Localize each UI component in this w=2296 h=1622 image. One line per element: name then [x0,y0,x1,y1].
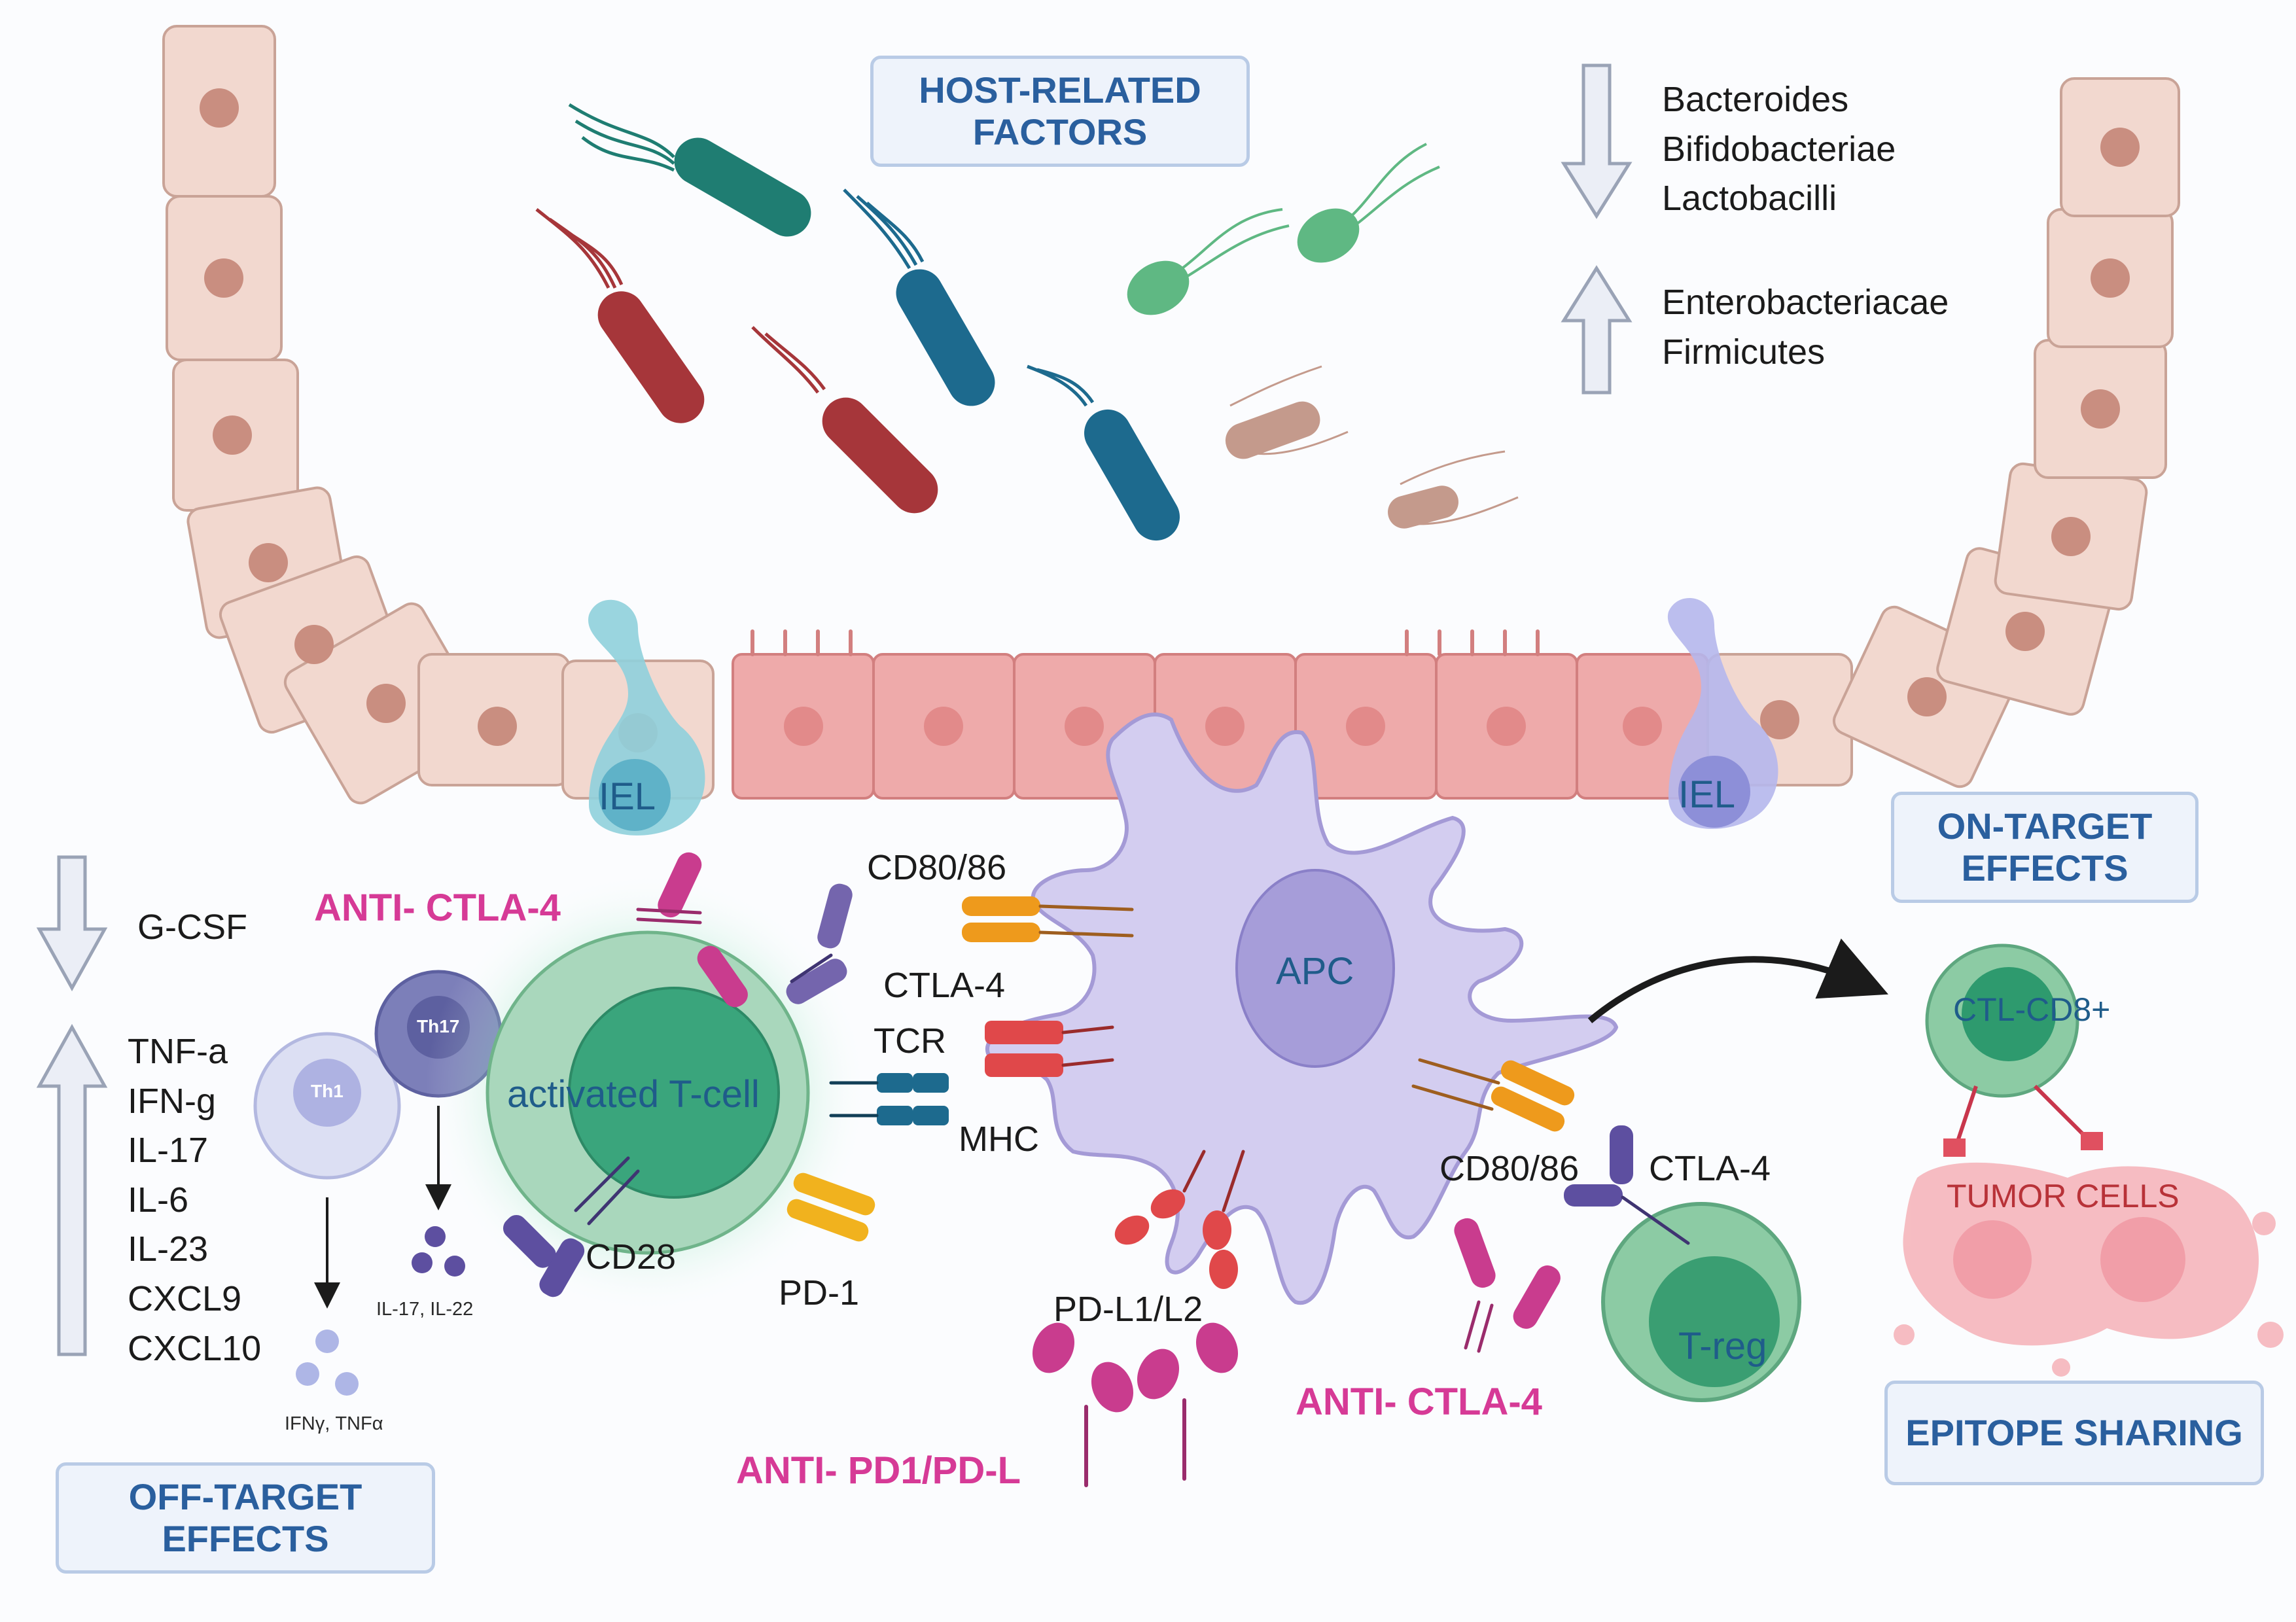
bacteria-change-arrows [1561,63,1633,395]
cytokine-ifng: IFN-g [128,1081,216,1121]
on-target-effects-box: ON-TARGET EFFECTS [1891,792,2199,903]
on-target-line2: EFFECTS [1961,847,2128,889]
iel-right-cell [1667,597,1778,829]
decreased-bacteria-list: Bacteroides Bifidobacteriae Lactobacilli [1662,75,1896,224]
cd80-86-right-label: CD80/86 [1439,1149,1580,1188]
activated-tcell-label: activated T-cell [507,1073,760,1116]
increased-cytokines-list: TNF-a IFN-g IL-17 IL-6 IL-23 CXCL9 CXCL1… [128,1027,261,1373]
off-target-line1: OFF-TARGET [128,1475,362,1517]
ctl-label: CTL-CD8+ [1953,991,2111,1028]
th1-products-label: IFNγ, TNFα [285,1413,383,1434]
decreased-bacteria-2: Bifidobacteriae [1662,129,1896,169]
curved-arrow [1587,938,1888,1023]
cd28-label: CD28 [586,1237,677,1277]
anti-ctla4-right-label: ANTI- CTLA-4 [1296,1381,1542,1423]
tumor-cells [1894,1162,2284,1377]
bacteria-group [535,103,1519,541]
intestinal-epithelium [162,25,2180,805]
host-factors-line1: HOST-RELATED [919,69,1201,111]
off-target-effects-box: OFF-TARGET EFFECTS [56,1462,435,1574]
activated-tcell [425,870,870,1315]
on-target-line1: ON-TARGET [1937,805,2153,847]
ctla4-top-label: CTLA-4 [883,966,1006,1005]
treg-cell [1601,1202,1801,1402]
iel-left-label: IEL [599,775,656,818]
increased-bacteria-2: Firmicutes [1662,332,1826,372]
th17-products-label: IL-17, IL-22 [376,1299,474,1320]
cytokine-il6: IL-6 [128,1180,189,1220]
cytokine-change-arrows [36,855,108,1356]
mhc-label: MHC [959,1120,1039,1159]
increased-bacteria-1: Enterobacteriacae [1662,283,1949,322]
cd80-86-top-label: CD80/86 [867,848,1007,887]
iel-right-label: IEL [1678,773,1736,816]
cytokine-cxcl10: CXCL10 [128,1328,262,1368]
cytokine-tnfa: TNF-a [128,1032,228,1071]
treg-label: T-reg [1678,1325,1767,1367]
tcr-label: TCR [874,1021,946,1061]
pd1-label: PD-1 [779,1273,860,1313]
apc-label: APC [1276,950,1354,993]
ctl-cell [1925,943,2103,1157]
pdl1-l2-label: PD-L1/L2 [1053,1290,1203,1329]
ctla4-right-label: CTLA-4 [1649,1149,1771,1188]
increased-bacteria-list: Enterobacteriacae Firmicutes [1662,278,1949,377]
epitope-sharing-box: EPITOPE SHARING [1884,1381,2264,1485]
anti-pd1-label: ANTI- PD1/PD-L [736,1449,1021,1492]
cytokine-gcsf: G-CSF [137,908,247,947]
cytokine-cxcl9: CXCL9 [128,1278,242,1318]
host-related-factors-box: HOST-RELATED FACTORS [870,56,1250,167]
cytokine-il23: IL-23 [128,1229,209,1269]
decreased-cytokines-list: G-CSF [137,903,247,953]
cytokine-il17: IL-17 [128,1131,209,1171]
receptor-glyphs [503,852,1690,1487]
anti-ctla4-left-label: ANTI- CTLA-4 [314,887,561,929]
decreased-bacteria-3: Lactobacilli [1662,179,1837,219]
th17-label: Th17 [417,1016,460,1036]
th1-label: Th1 [311,1081,344,1101]
off-target-line2: EFFECTS [162,1518,329,1559]
decreased-bacteria-1: Bacteroides [1662,80,1849,119]
tumor-cells-label: TUMOR CELLS [1947,1178,2180,1214]
host-factors-line2: FACTORS [972,111,1148,152]
iel-left-cell [588,599,705,836]
epitope-sharing-label: EPITOPE SHARING [1905,1411,2243,1453]
